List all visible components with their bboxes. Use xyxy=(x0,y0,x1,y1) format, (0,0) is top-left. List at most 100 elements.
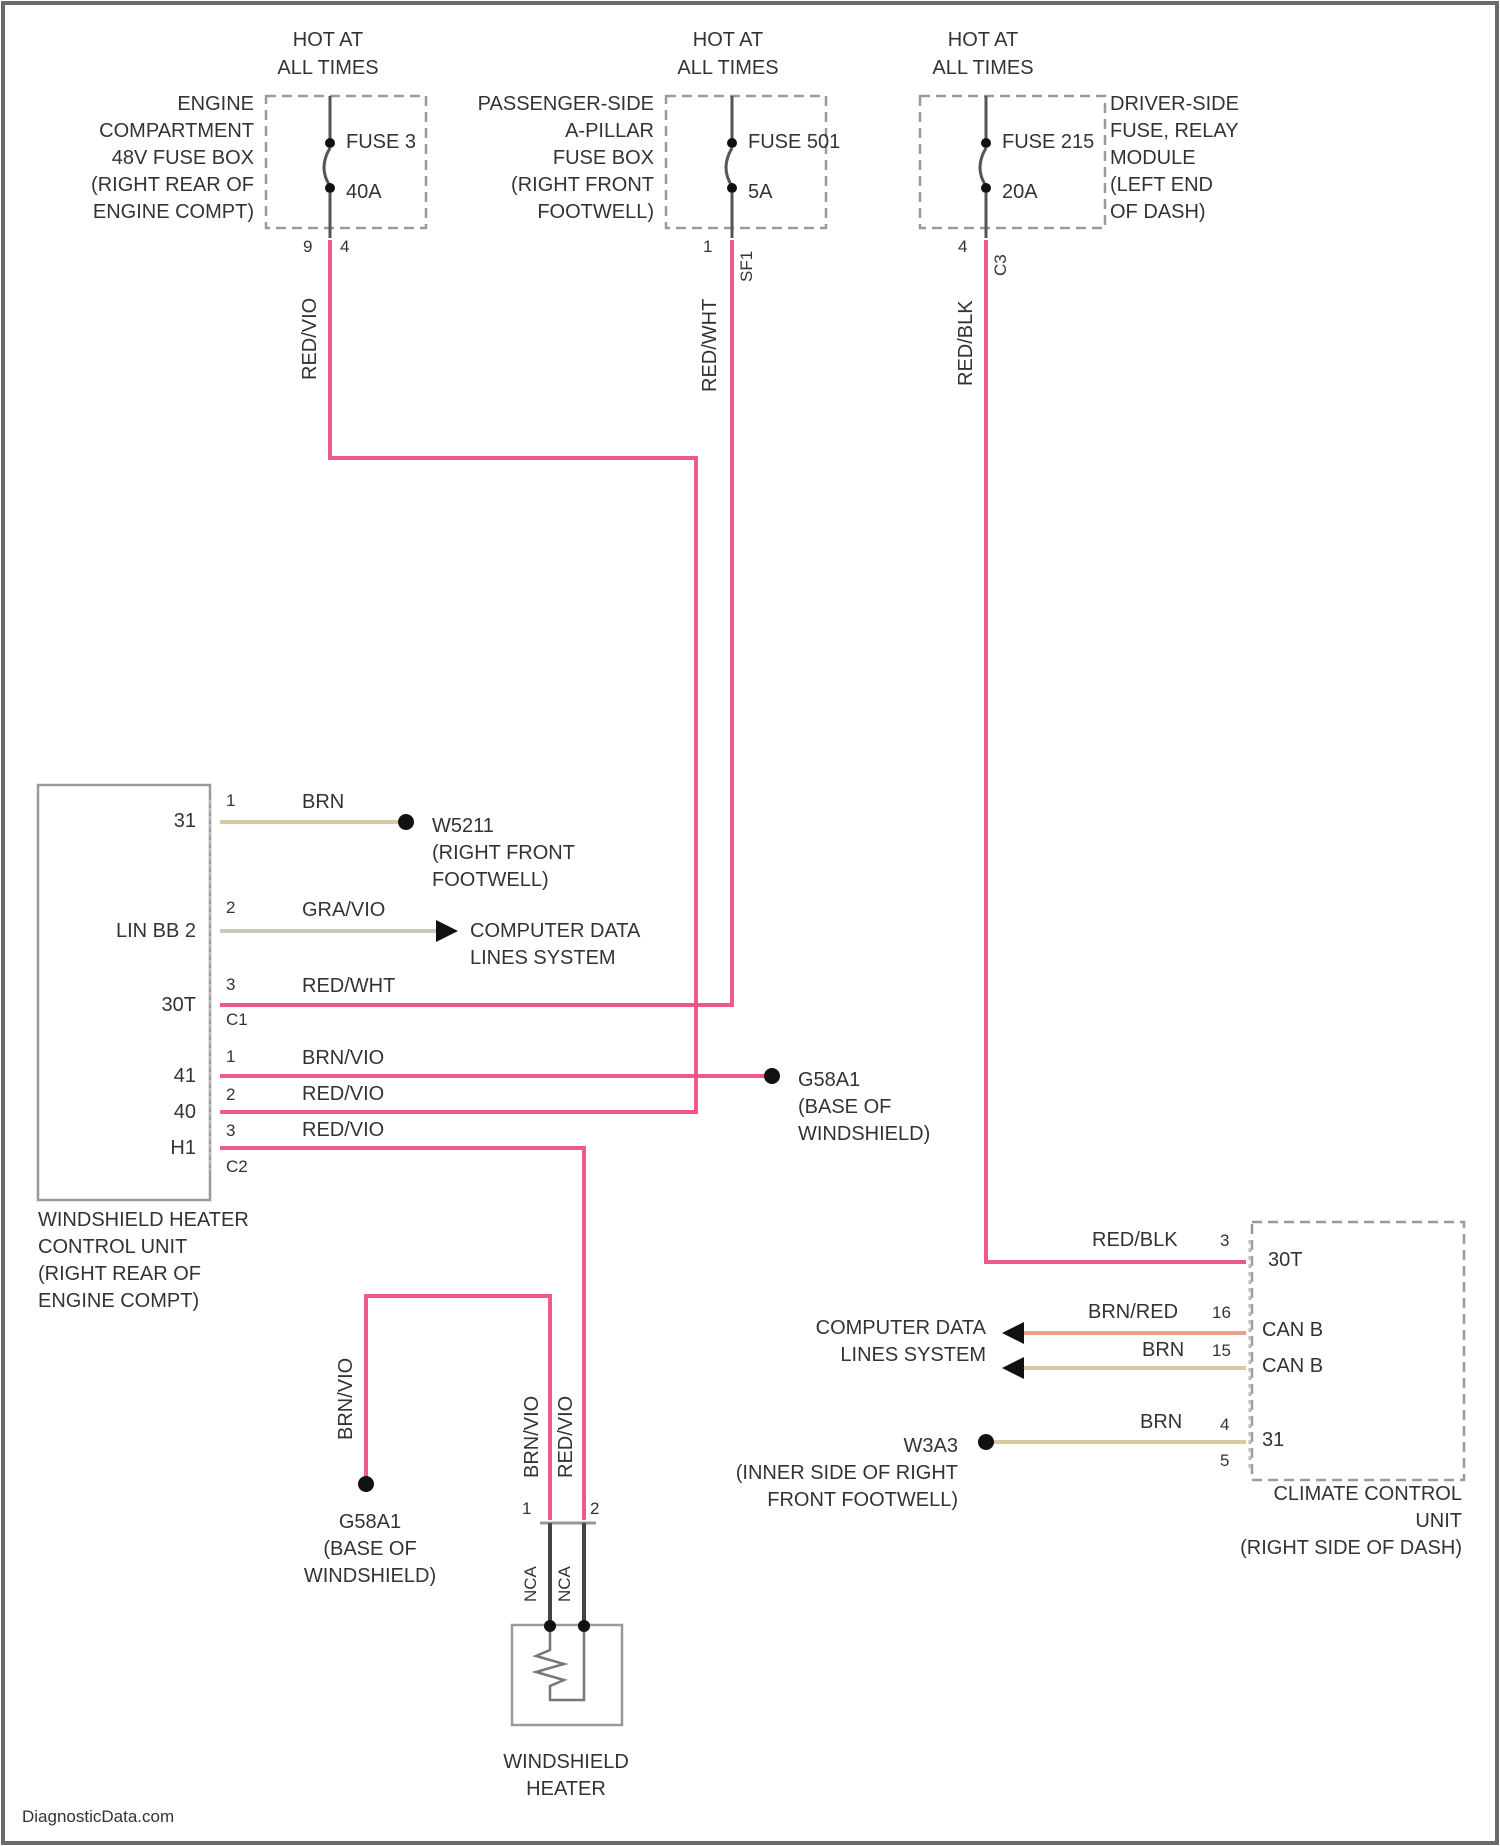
fuse-3-pin-bottom: C3 xyxy=(991,254,1010,276)
hot-label-2a: HOT AT xyxy=(693,29,763,51)
fuse-box-1 xyxy=(266,96,426,228)
cu-conn-c2: C2 xyxy=(226,1157,248,1176)
heater-box xyxy=(512,1625,622,1725)
fuse-2-element xyxy=(726,148,732,186)
cu-pin-name-40: 40 xyxy=(174,1101,196,1123)
cu-pin-num-3b: 3 xyxy=(226,1121,235,1140)
climate-pin-num-3: 3 xyxy=(1220,1231,1229,1250)
cu-pin-num-1b: 1 xyxy=(226,1047,235,1066)
heater-label-2: HEATER xyxy=(526,1778,606,1800)
fuse-1-element xyxy=(324,148,330,186)
fuse-1-wire-label: RED/VIO xyxy=(299,298,321,380)
bottom-ground-label: G58A1 xyxy=(339,1511,401,1533)
fuse-location-3-line1: DRIVER-SIDE xyxy=(1110,93,1239,115)
arrow-can-b-low-icon xyxy=(1002,1357,1024,1379)
cu-pin-name-h1: H1 xyxy=(170,1137,196,1159)
fuse-2-rating: 5A xyxy=(748,181,773,203)
hot-label-1a: HOT AT xyxy=(293,29,363,51)
hot-label-2b: ALL TIMES xyxy=(677,57,778,79)
fuse-location-2-line5: FOOTWELL) xyxy=(537,201,654,223)
control-unit-group: 31 1 BRN W5211 (RIGHT FRONT FOOTWELL) LI… xyxy=(38,785,930,1312)
climate-label-2: UNIT xyxy=(1415,1510,1462,1532)
cu-conn-c1: C1 xyxy=(226,1010,248,1029)
watermark: DiagnosticData.com xyxy=(22,1807,174,1826)
cu-wire-red-vio-a: RED/VIO xyxy=(302,1083,384,1105)
climate-control-group: RED/BLK 3 30T BRN/RED 16 CAN B BRN 15 CA… xyxy=(736,1222,1464,1559)
fuse-3-element xyxy=(980,148,986,186)
cu-pin-name-41: 41 xyxy=(174,1065,196,1087)
heater-terminal-left xyxy=(544,1620,556,1632)
ground-g58a1-icon xyxy=(764,1068,780,1084)
climate-label-3: (RIGHT SIDE OF DASH) xyxy=(1240,1537,1462,1559)
fuse-location-2-line4: (RIGHT FRONT xyxy=(511,174,654,196)
cu-pin-num-2b: 2 xyxy=(226,1085,235,1104)
fuse-location-1-line1: ENGINE xyxy=(177,93,254,115)
climate-pin-name-31: 31 xyxy=(1262,1429,1284,1451)
ground-w5211-loc2: FOOTWELL) xyxy=(432,869,549,891)
cu-wire-brn-vio: BRN/VIO xyxy=(302,1047,384,1069)
fuse-2-terminal-bottom xyxy=(727,183,737,193)
cu-pin-name-lin: LIN BB 2 xyxy=(116,920,196,942)
fuse-1-pin-bottom: 4 xyxy=(340,237,349,256)
fuse-1-terminal-top xyxy=(325,138,335,148)
bottom-ground-wire-label: BRN/VIO xyxy=(335,1358,357,1440)
fuse-group-a-pillar: HOT AT ALL TIMES PASSENGER-SIDE A-PILLAR… xyxy=(478,29,841,392)
fuse-group-driver-side: HOT AT ALL TIMES FUSE 215 20A DRIVER-SID… xyxy=(920,29,1239,386)
fuse-location-2-line2: A-PILLAR xyxy=(565,120,654,142)
bottom-ground-loc2: WINDSHIELD) xyxy=(304,1565,436,1587)
control-unit-label-2: CONTROL UNIT xyxy=(38,1236,187,1258)
fuse-1-pin-top: 9 xyxy=(303,237,312,256)
fuse-group-48v: HOT AT ALL TIMES ENGINE COMPARTMENT 48V … xyxy=(91,29,426,380)
fuse-3-rating: 20A xyxy=(1002,181,1038,203)
heater-nca-left: NCA xyxy=(521,1565,540,1602)
fuse-location-2-line3: FUSE BOX xyxy=(553,147,654,169)
climate-data-lines-2: LINES SYSTEM xyxy=(840,1344,986,1366)
cu-data-lines-1: COMPUTER DATA xyxy=(470,920,641,942)
heater-nca-right: NCA xyxy=(555,1565,574,1602)
wire-red-blk-fuse215-to-climate xyxy=(986,240,1246,1262)
heater-pin-left: 1 xyxy=(522,1499,531,1518)
heater-wire-left-label: BRN/VIO xyxy=(521,1396,543,1478)
windshield-heater-group: BRN/VIO RED/VIO 1 2 NCA NCA WINDSHIELD H… xyxy=(503,1396,629,1800)
fuse-3-terminal-bottom xyxy=(981,183,991,193)
heater-pin-right: 2 xyxy=(590,1499,599,1518)
wire-red-vio-fuse3-to-pin40 xyxy=(220,240,696,1112)
bottom-ground-icon xyxy=(358,1476,374,1492)
fuse-2-terminal-top xyxy=(727,138,737,148)
fuse-2-name: FUSE 501 xyxy=(748,131,840,153)
fuse-location-3-line2: FUSE, RELAY xyxy=(1110,120,1239,142)
fuse-2-pin-bottom: SF1 xyxy=(737,251,756,282)
bottom-ground-loc1: (BASE OF xyxy=(323,1538,416,1560)
fuse-3-name: FUSE 215 xyxy=(1002,131,1094,153)
cu-wire-red-wht: RED/WHT xyxy=(302,975,395,997)
fuse-1-name: FUSE 3 xyxy=(346,131,416,153)
fuse-location-1-line4: (RIGHT REAR OF xyxy=(91,174,254,196)
fuse-3-terminal-top xyxy=(981,138,991,148)
fuse-location-3-line4: (LEFT END xyxy=(1110,174,1213,196)
fuse-location-1-line5: ENGINE COMPT) xyxy=(93,201,254,223)
cu-pin-num-2: 2 xyxy=(226,898,235,917)
climate-label-1: CLIMATE CONTROL xyxy=(1273,1483,1462,1505)
fuse-box-2 xyxy=(666,96,826,228)
ground-w3a3-loc2: FRONT FOOTWELL) xyxy=(767,1489,958,1511)
fuse-1-rating: 40A xyxy=(346,181,382,203)
arrow-data-lines-icon xyxy=(436,920,458,942)
fuse-location-3-line5: OF DASH) xyxy=(1110,201,1206,223)
cu-data-lines-2: LINES SYSTEM xyxy=(470,947,616,969)
hot-label-1b: ALL TIMES xyxy=(277,57,378,79)
fuse-3-wire-label: RED/BLK xyxy=(955,300,977,386)
heater-element-icon xyxy=(536,1632,584,1700)
climate-pin-name-can-b-1: CAN B xyxy=(1262,1319,1323,1341)
hot-label-3a: HOT AT xyxy=(948,29,1018,51)
red-wires xyxy=(220,240,1246,1520)
control-unit-label-4: ENGINE COMPT) xyxy=(38,1290,199,1312)
ground-w3a3-icon xyxy=(978,1434,994,1450)
climate-pin-name-30t: 30T xyxy=(1268,1249,1302,1271)
cu-wire-red-vio-b: RED/VIO xyxy=(302,1119,384,1141)
ground-w5211-loc1: (RIGHT FRONT xyxy=(432,842,575,864)
cu-wire-gra-vio: GRA/VIO xyxy=(302,899,385,921)
climate-wire-brn-red: BRN/RED xyxy=(1088,1301,1178,1323)
fuse-2-pin-top: 1 xyxy=(703,237,712,256)
fuse-box-3 xyxy=(920,96,1105,228)
